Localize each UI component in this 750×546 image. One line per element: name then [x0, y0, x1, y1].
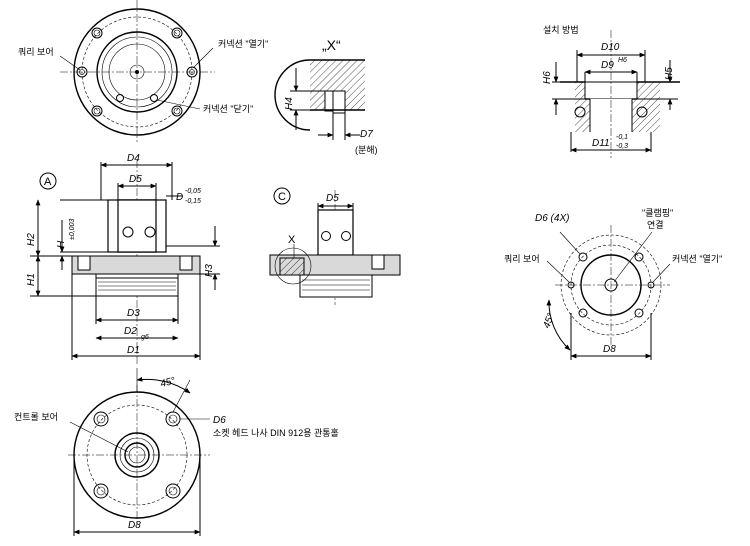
- top-conn-open-label: 커넥션 "열기": [218, 39, 268, 49]
- d11-label: D11: [592, 138, 610, 149]
- d6-4x-label: D6 (4X): [535, 213, 569, 224]
- section-c-view: [269, 187, 401, 305]
- h4-label: H4: [284, 97, 295, 110]
- d1-label: D1: [127, 345, 140, 356]
- d3-label: D3: [127, 308, 140, 319]
- d11-tol-upper: -0,1: [616, 134, 628, 141]
- section-a-view: [30, 160, 220, 365]
- d-tol-lower: -0,15: [185, 198, 201, 205]
- d2-sub: g6: [141, 334, 149, 341]
- bolt-holes: [91, 27, 183, 117]
- top-plan-view: [59, 0, 215, 142]
- mount-view: [546, 225, 671, 360]
- h2-label: H2: [26, 233, 37, 246]
- bottom-angle-label: 45°: [159, 376, 176, 391]
- disassembly-note: (분해): [355, 145, 378, 155]
- clamp-label-1: "클램핑": [642, 207, 673, 218]
- c-d5-label: D5: [326, 193, 339, 204]
- top-conn-close-label: 커넥션 "닫기": [203, 103, 253, 114]
- bottom-d8-label: D8: [128, 520, 141, 531]
- top-swirl-bore-label: 쿼리 보어: [18, 47, 54, 57]
- detail-x-mark: „X“: [322, 37, 341, 53]
- d-label: D: [176, 192, 183, 203]
- h6-label: H6: [542, 71, 553, 84]
- d10-label: D10: [601, 42, 620, 53]
- h-label: H: [56, 240, 67, 248]
- section-a-mark: A: [44, 176, 52, 188]
- section-c-mark: C: [278, 191, 286, 203]
- h1-label: H1: [26, 273, 37, 286]
- detail-x-view: [274, 59, 365, 140]
- bottom-view: [68, 368, 210, 536]
- control-bore-label: 컨트롤 보어: [14, 412, 58, 422]
- mount-conn-open-label: 커넥션 "열기": [672, 254, 722, 264]
- mount-angle-label: 45°: [542, 312, 558, 330]
- screw-note: 소켓 헤드 나사 DIN 912용 관통홀: [213, 427, 339, 438]
- clamp-label-2: 연결: [647, 220, 664, 230]
- d5-label: D5: [129, 174, 142, 185]
- mount-swirl-bore-label: 쿼리 보어: [504, 254, 540, 264]
- d9-sup: H6: [618, 57, 627, 64]
- d9-label: D9: [601, 60, 614, 71]
- h3-label: H3: [204, 264, 215, 277]
- mount-d8-label: D8: [603, 344, 616, 355]
- h-tol: ±0,003: [69, 219, 76, 240]
- x-mark: X: [288, 234, 296, 246]
- bottom-d6-label: D6: [213, 415, 226, 426]
- d7-label: D7: [360, 129, 373, 140]
- install-title: 설치 방법: [543, 24, 579, 35]
- d-tol-upper: -0,05: [185, 188, 201, 195]
- d4-label: D4: [127, 153, 140, 164]
- d2-label: D2: [124, 326, 137, 337]
- d11-tol-lower: -0,3: [616, 143, 628, 150]
- h5-label: H5: [664, 67, 675, 80]
- install-view: [552, 30, 680, 158]
